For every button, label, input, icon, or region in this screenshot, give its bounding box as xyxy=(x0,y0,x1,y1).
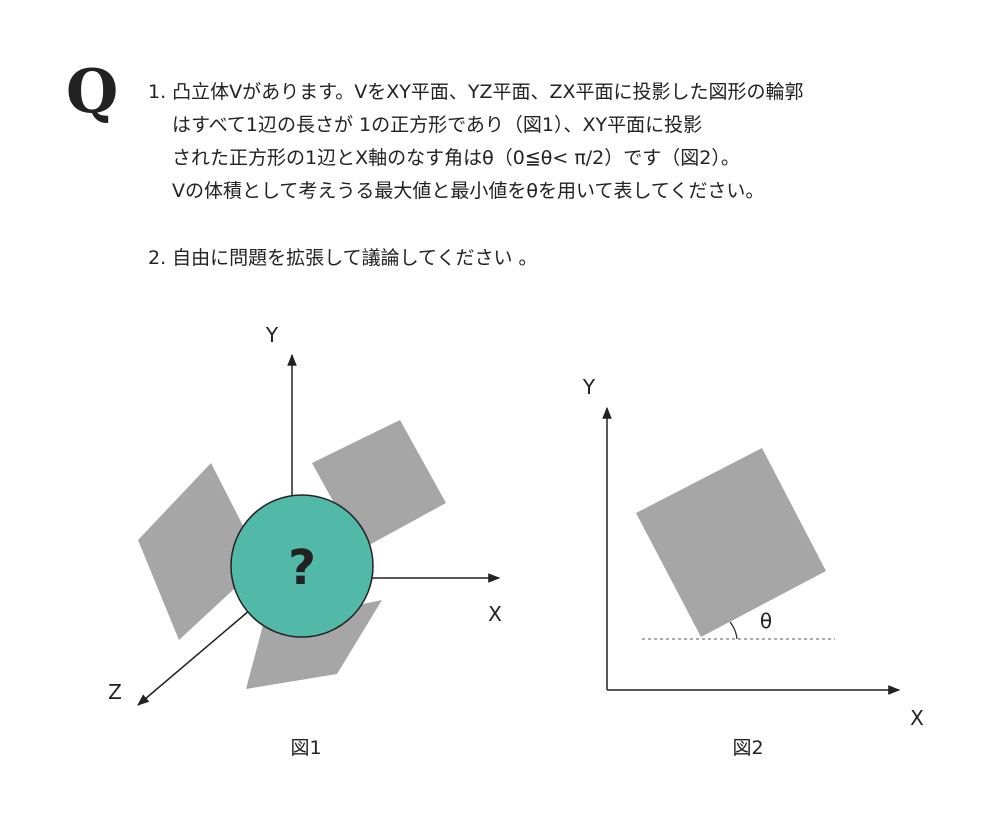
question-mark-heading: Q xyxy=(66,57,119,127)
fig2-angle-arc xyxy=(729,621,738,640)
figure-2: θ Y X 図2 xyxy=(582,375,924,759)
fig1-solid-v xyxy=(230,494,374,638)
fig1-y-label: Y xyxy=(265,323,279,347)
problem-1-line-2: はすべて1辺の長さが 1の正方形であり（図1）、XY平面に投影 xyxy=(172,114,703,136)
fig2-theta-label: θ xyxy=(760,609,772,633)
figure-1: ? Y X Z 図1 xyxy=(108,323,502,759)
fig1-z-axis xyxy=(137,609,251,706)
problem-2-line-1: 2. 自由に問題を拡張して議論してください 。 xyxy=(148,247,538,269)
fig2-x-label: X xyxy=(910,706,924,730)
fig2-rotated-square xyxy=(636,448,826,637)
problem-statement: 1. 凸立体Vがあります。VをXY平面、YZ平面、ZX平面に投影した図形の輪郭 … xyxy=(148,76,804,275)
problem-1-line-3: された正方形の1辺とX軸のなす角はθ（0≦θ< π/2）です（図2）。 xyxy=(172,147,740,169)
fig2-caption: 図2 xyxy=(732,737,763,759)
fig1-z-label: Z xyxy=(108,680,122,704)
problem-1-line-4: Vの体積として考えうる最大値と最小値をθを用いて表してください。 xyxy=(172,180,765,202)
fig1-x-label: X xyxy=(488,602,502,626)
fig2-y-label: Y xyxy=(582,375,596,399)
fig1-unknown-symbol: ? xyxy=(288,540,316,596)
problem-1-line-1: 1. 凸立体Vがあります。VをXY平面、YZ平面、ZX平面に投影した図形の輪郭 xyxy=(148,81,804,103)
fig1-yz-projection xyxy=(138,463,262,640)
fig1-caption: 図1 xyxy=(290,737,321,759)
